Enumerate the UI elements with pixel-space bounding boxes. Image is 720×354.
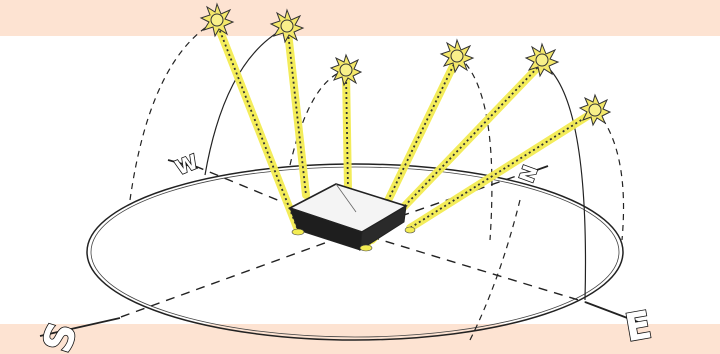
- building-icon: [287, 183, 416, 252]
- sun-icon: [578, 93, 612, 127]
- sun-icon: [199, 2, 235, 38]
- sun-icon: [524, 42, 560, 78]
- compass-label-west: W: [172, 149, 201, 180]
- compass-label-south: S: [34, 317, 87, 354]
- top-band: [0, 0, 720, 36]
- diagram-panel: [0, 36, 720, 324]
- sun-icon: [329, 53, 363, 87]
- horizon-ring: [86, 163, 624, 341]
- compass-label-east: E: [622, 302, 655, 350]
- bottom-band: [0, 324, 720, 354]
- compass-axis-ends: [39, 159, 639, 337]
- sun-icon: [269, 8, 305, 44]
- sun-icons: [199, 2, 612, 127]
- sun-icon: [439, 38, 475, 74]
